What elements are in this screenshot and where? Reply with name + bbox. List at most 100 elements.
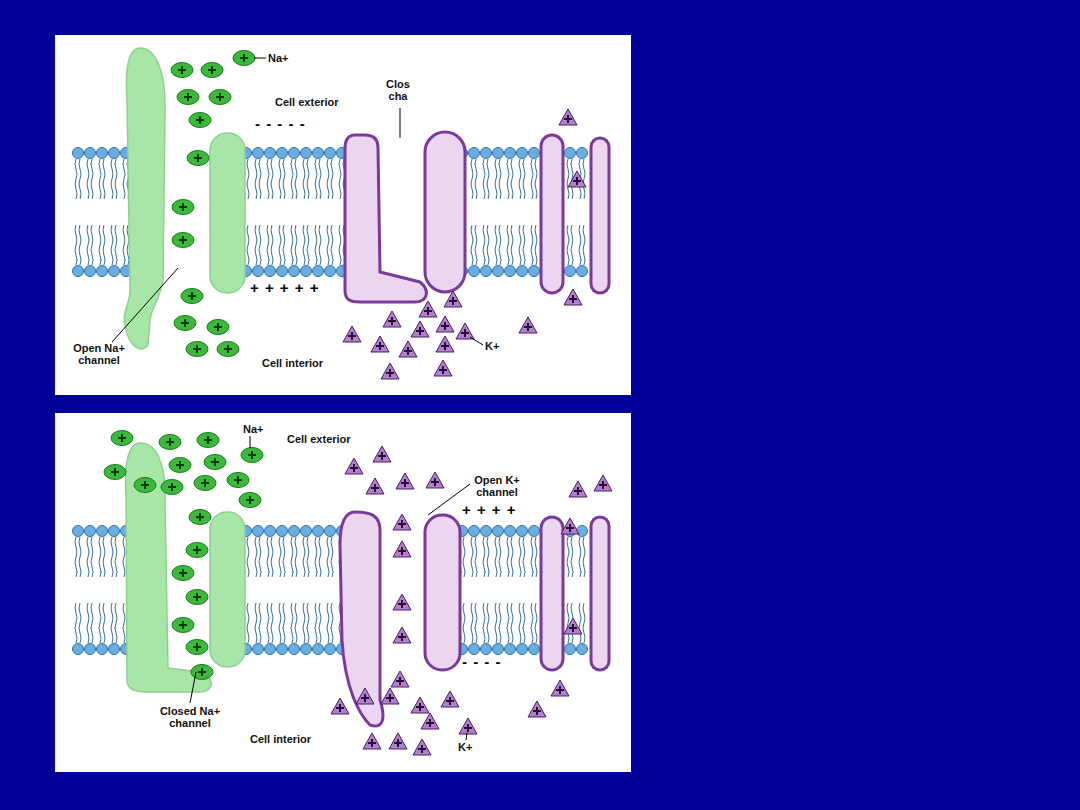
charge-mark — [441, 342, 449, 350]
charge-mark — [368, 739, 376, 747]
potassium-ion — [568, 171, 586, 187]
potassium-ion — [564, 289, 582, 305]
charge-mark — [193, 546, 201, 554]
charge-mark — [398, 547, 406, 555]
charge-mark — [398, 600, 406, 608]
potassium-ion — [519, 317, 537, 333]
charge-mark — [401, 479, 409, 487]
sodium-ion — [186, 590, 208, 605]
potassium-ion — [381, 363, 399, 379]
charge-mark — [176, 461, 184, 469]
sodium-ion — [241, 448, 263, 463]
charge-mark — [439, 366, 447, 374]
potassium-ion — [389, 733, 407, 749]
label: Cell interior — [262, 357, 323, 369]
charge-mark — [464, 724, 472, 732]
sodium-ion — [197, 433, 219, 448]
charge-mark — [240, 54, 248, 62]
charge-mark — [376, 342, 384, 350]
charge-mark — [179, 621, 187, 629]
charge-mark — [348, 332, 356, 340]
sodium-ion — [161, 480, 183, 495]
charge-mark — [574, 487, 582, 495]
charge-mark — [196, 116, 204, 124]
sodium-ion — [186, 640, 208, 655]
potassium-ion — [381, 688, 399, 704]
potassium-ion — [436, 336, 454, 352]
label: Cell exterior — [287, 433, 351, 445]
sodium-ion — [239, 493, 261, 508]
label: Na+ — [268, 52, 289, 64]
potassium-ion — [383, 311, 401, 327]
sodium-ion — [204, 455, 226, 470]
charge-mark — [141, 481, 149, 489]
charge-mark — [441, 322, 449, 330]
charge-mark — [404, 347, 412, 355]
potassium-ion — [356, 688, 374, 704]
charge-mark — [181, 319, 189, 327]
potassium-ion — [393, 514, 411, 530]
charge-mark — [188, 292, 196, 300]
charge-mark — [573, 177, 581, 185]
charge-mark — [431, 478, 439, 486]
charge-mark — [449, 297, 457, 305]
charge-mark — [196, 513, 204, 521]
charge-mark — [569, 624, 577, 632]
sodium-ion — [172, 566, 194, 581]
charge-mark — [179, 236, 187, 244]
charge-mark — [336, 704, 344, 712]
sodium-ion — [191, 665, 213, 680]
charge-mark — [426, 719, 434, 727]
charge-mark — [599, 481, 607, 489]
ions — [104, 51, 612, 756]
charge-mark — [194, 154, 202, 162]
potassium-ion — [413, 739, 431, 755]
charge-mark — [201, 479, 209, 487]
sodium-ion — [171, 63, 193, 78]
potassium-ion — [564, 618, 582, 634]
charge-mark — [193, 593, 201, 601]
label: Closed Na+ channel — [155, 705, 225, 729]
charge-mark — [418, 745, 426, 753]
potassium-channel — [340, 132, 609, 726]
potassium-ion — [569, 481, 587, 497]
charge-mark — [566, 524, 574, 532]
charge-mark — [184, 93, 192, 101]
potassium-ion — [371, 336, 389, 352]
charge-mark — [398, 520, 406, 528]
charge-mark — [118, 434, 126, 442]
sodium-ion — [187, 151, 209, 166]
potassium-ion — [393, 594, 411, 610]
potassium-ion — [434, 360, 452, 376]
charge-mark — [398, 633, 406, 641]
sodium-ion — [111, 431, 133, 446]
sodium-ion — [189, 510, 211, 525]
charge-mark — [533, 707, 541, 715]
sodium-ion — [169, 458, 191, 473]
charge-mark — [193, 345, 201, 353]
charge-mark — [198, 668, 206, 676]
label: Na+ — [243, 423, 264, 435]
charge-label: - - - - - — [255, 118, 306, 130]
charge-mark — [446, 697, 454, 705]
potassium-ion — [345, 458, 363, 474]
label: Cell interior — [250, 733, 311, 745]
charge-mark — [248, 451, 256, 459]
potassium-ion — [331, 698, 349, 714]
sodium-ion — [174, 316, 196, 331]
potassium-ion — [399, 341, 417, 357]
label: Clos cha — [381, 78, 415, 102]
potassium-ion — [343, 326, 361, 342]
charge-mark — [204, 436, 212, 444]
sodium-ion — [172, 200, 194, 215]
potassium-ion — [411, 321, 429, 337]
potassium-ion — [366, 478, 384, 494]
sodium-ion — [172, 618, 194, 633]
label: K+ — [485, 340, 499, 352]
sodium-ion — [159, 435, 181, 450]
charge-mark — [179, 569, 187, 577]
potassium-ion — [551, 680, 569, 696]
charge-mark — [193, 643, 201, 651]
sodium-ion — [227, 473, 249, 488]
